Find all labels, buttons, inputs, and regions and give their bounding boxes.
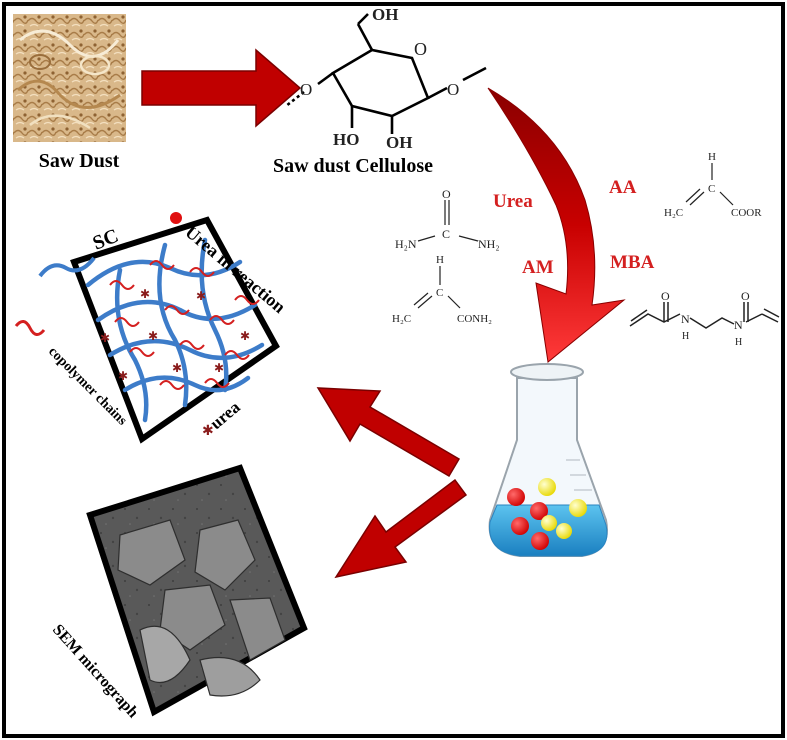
mba-label: MBA [610, 252, 655, 273]
aa-label: AA [609, 177, 637, 198]
mba-h2: H [735, 337, 742, 348]
aa-right: COOR [731, 207, 762, 219]
urea-structure [417, 200, 479, 242]
am-label: AM [522, 257, 554, 278]
am-left: H₂C [392, 313, 411, 325]
svg-text:✱: ✱ [196, 289, 206, 303]
aa-left: H₂C [664, 207, 683, 219]
aa-h: H [708, 151, 716, 163]
mba-o2: O [741, 289, 750, 303]
sc-chain-icon [38, 256, 96, 278]
cellulose-ho-bottom: HO [333, 130, 359, 149]
copolymer-chain-icon [14, 320, 46, 336]
urea-c: C [442, 227, 450, 241]
arrow-to-sem [334, 478, 468, 579]
reaction-spheres [507, 478, 587, 550]
sem-micrograph-image [86, 464, 308, 717]
arrow-to-cellulose [141, 48, 302, 128]
hydrogel-network: ✱ ✱ ✱ ✱ ✱ ✱ ✱ ✱ [70, 216, 280, 444]
urea-right: NH₂ [478, 237, 500, 251]
svg-text:✱: ✱ [140, 287, 150, 301]
am-h: H [436, 254, 444, 266]
mba-n2: N [734, 318, 743, 332]
mba-n1: N [681, 312, 690, 326]
cellulose-oh-top: OH [372, 5, 398, 24]
saw-dust-cellulose-label: Saw dust Cellulose [273, 155, 433, 177]
am-structure [413, 266, 461, 309]
am-right: CONH₂ [457, 313, 492, 325]
svg-text:✱: ✱ [148, 329, 158, 343]
svg-text:✱: ✱ [100, 331, 110, 345]
urea-label: Urea [493, 191, 533, 212]
cellulose-oh-bottom: OH [386, 133, 412, 152]
svg-text:✱: ✱ [172, 361, 182, 375]
urea-left: H₂N [395, 237, 417, 251]
urea-star-icon: ✱ [202, 423, 214, 439]
aa-c: C [708, 183, 715, 195]
curved-arrow-to-flask [487, 87, 626, 363]
cellulose-o-right: O [447, 80, 459, 99]
arrow-to-network [316, 387, 461, 478]
mba-o1: O [661, 289, 670, 303]
cellulose-ring-o: O [414, 39, 427, 59]
cellulose-o-left: O [300, 80, 312, 99]
mba-h1: H [682, 331, 689, 342]
aa-structure [685, 163, 734, 206]
saw-dust-image [13, 14, 126, 142]
svg-text:✱: ✱ [118, 369, 128, 383]
mba-structure [629, 302, 780, 329]
cellulose-structure [285, 13, 487, 134]
svg-text:✱: ✱ [214, 361, 224, 375]
urea-dot-icon [170, 212, 182, 224]
urea-o: O [442, 187, 451, 201]
saw-dust-label: Saw Dust [39, 150, 120, 172]
svg-text:✱: ✱ [240, 329, 250, 343]
am-c: C [436, 287, 443, 299]
